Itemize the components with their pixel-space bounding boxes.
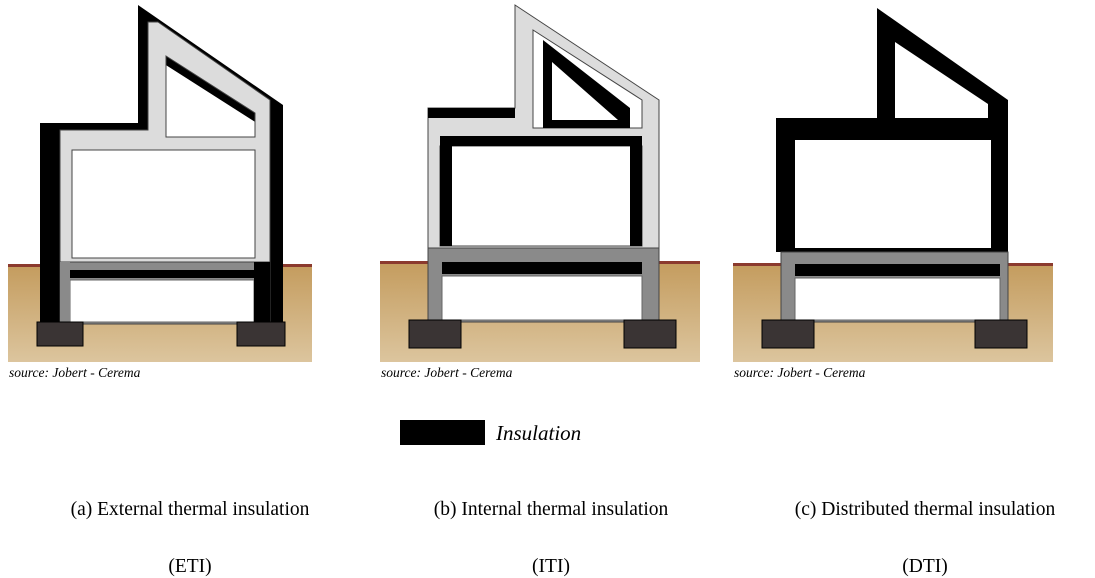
source-label: source: Jobert - Cerema — [734, 365, 866, 380]
footings — [408, 319, 677, 349]
dti-diagram — [733, 0, 1053, 362]
iti-diagram — [380, 0, 700, 362]
caption-iti: (b) Internal thermal insulation — [433, 499, 669, 520]
footings — [36, 321, 286, 347]
eti-diagram — [8, 0, 328, 362]
caption-dti: (c) Distributed thermal insulation — [794, 499, 1056, 520]
foundation — [427, 247, 660, 323]
insulation-legend-swatch — [400, 420, 485, 445]
insulation-layer — [428, 40, 642, 246]
foundation — [780, 251, 1009, 323]
caption-eti-abbr: (ETI) — [168, 556, 212, 577]
caption-dti-abbr: (DTI) — [902, 556, 948, 577]
caption-iti-abbr: (ITI) — [532, 556, 570, 577]
footings — [761, 319, 1028, 349]
source-label: source: Jobert - Cerema — [381, 365, 513, 380]
structure-walls — [59, 21, 271, 263]
caption-eti: (a) External thermal insulation — [70, 499, 310, 520]
insulation-layer — [776, 8, 1008, 252]
source-label: source: Jobert - Cerema — [9, 365, 141, 380]
foundation — [59, 261, 271, 325]
insulation-legend-label: Insulation — [496, 421, 582, 445]
